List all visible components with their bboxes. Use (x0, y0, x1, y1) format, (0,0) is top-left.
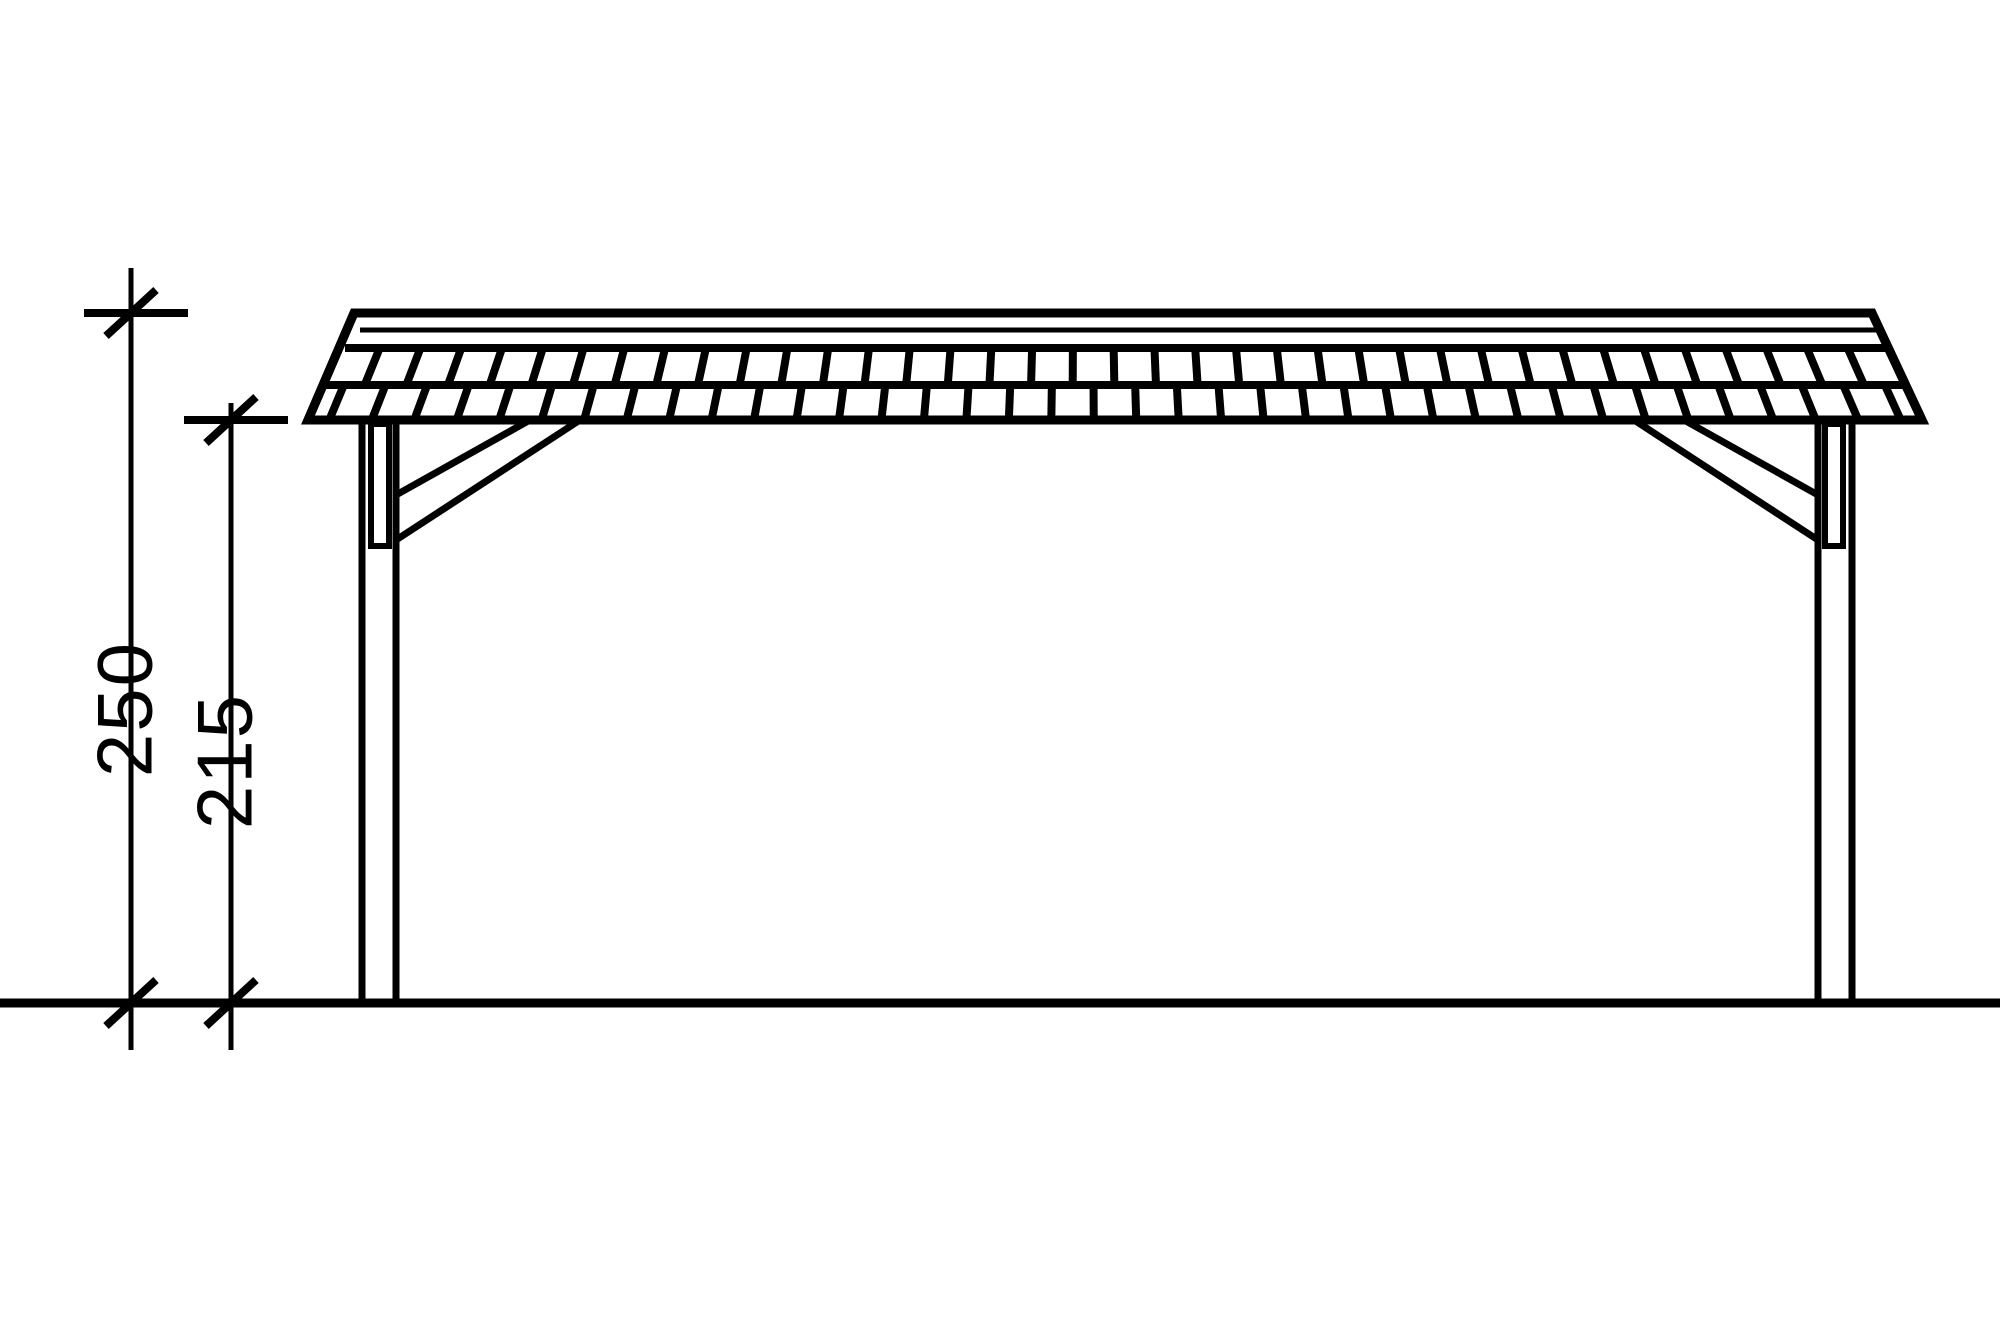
roof-tile-divider (1131, 385, 1141, 420)
roof-tile-divider (860, 348, 873, 385)
roof-tile-divider (569, 348, 588, 385)
roof-tile-divider (1797, 385, 1820, 420)
roof-tile-divider (877, 385, 890, 420)
roof-tile-divider (985, 348, 996, 385)
roof-tile-divider (410, 385, 431, 420)
roof-tile-divider (580, 385, 598, 420)
roof-tile-divider (1558, 348, 1577, 385)
roof-tile-divider (693, 348, 710, 385)
roof-tile-divider (943, 348, 955, 385)
roof-tile-divider (1231, 348, 1244, 385)
roof-tile-divider (1272, 348, 1285, 385)
roof-tile-divider (402, 348, 425, 385)
roof-tile-divider (792, 385, 806, 420)
roof-tile-divider (1004, 385, 1015, 420)
roof-tile-divider (537, 385, 556, 420)
dimension-215-label: 215 (181, 693, 269, 829)
roof-tile-divider (1297, 385, 1311, 420)
roof-tile-divider (1354, 348, 1369, 385)
roof-tile-divider (1109, 348, 1119, 385)
roof-tile-divider (1589, 385, 1608, 420)
roof-tile-divider (610, 348, 629, 385)
roof-tile-divider (1762, 348, 1785, 385)
roof-tile-divider (360, 348, 384, 385)
roof-tile-divider (707, 385, 723, 420)
roof-tile-divider (652, 348, 670, 385)
roof-tile-divider (527, 348, 547, 385)
dimension-215-bottom-tick (203, 977, 259, 1029)
roof-tile-divider (1422, 385, 1438, 420)
roof-outline-overlay (301, 308, 1930, 425)
post-right (1814, 420, 1856, 1003)
roof-group (301, 308, 1943, 425)
roof-tile-divider (1926, 385, 1943, 420)
roof-tile-divider (1464, 385, 1480, 420)
roof-tile-divider (818, 348, 833, 385)
roof-tile-divider (495, 385, 515, 420)
roof-tile-divider (919, 385, 931, 420)
post-right-notch (1822, 421, 1846, 549)
roof-tile-divider (444, 348, 466, 385)
roof-tile-divider (1839, 385, 1862, 420)
roof-tile-divider (1381, 385, 1396, 420)
roof-tile-divider (452, 385, 473, 420)
dimension-215-top-tick (203, 394, 259, 446)
roof-tiles-row-upper (322, 348, 1906, 385)
roof-tile-divider (1639, 348, 1660, 385)
roof-tile-divider (665, 385, 681, 420)
roof-tile-divider (1721, 348, 1743, 385)
brace-right (1632, 416, 1822, 543)
dimension-250-bottom-tick (103, 977, 159, 1029)
roof-tile-divider (1172, 385, 1183, 420)
roof-tile-divider (325, 385, 348, 420)
roof-tile-divider (902, 348, 914, 385)
roof-tile-divider (1027, 348, 1037, 385)
roof-tile-divider (962, 385, 973, 420)
roof-tile-divider (1517, 348, 1535, 385)
roof-tile-divider (1506, 385, 1523, 420)
roof-tile-divider (834, 385, 848, 420)
roof-tile-divider (1803, 348, 1827, 385)
roof-tile-divider (1843, 348, 1868, 385)
roof-tile-divider (1672, 385, 1693, 420)
dimension-215-group: 215 (181, 394, 288, 1050)
roof-tile-divider (1476, 348, 1494, 385)
roof-tile-divider (1339, 385, 1353, 420)
dimension-250-group: 250 (81, 268, 188, 1050)
post-left-notch (368, 421, 392, 549)
roof-tile-divider (367, 385, 390, 420)
brace-left (392, 416, 582, 543)
dimension-250-top-tick (103, 287, 159, 339)
roof-tile-divider (1714, 385, 1735, 420)
braces-group (392, 416, 1822, 543)
roof-tile-divider (1756, 385, 1778, 420)
roof-tile-divider (1599, 348, 1618, 385)
dimension-250-label: 250 (81, 641, 169, 777)
roof-tile-divider (1631, 385, 1650, 420)
roof-tile-divider (777, 348, 792, 385)
roof-tile-divider (1256, 385, 1268, 420)
roof-tiles-row-lower (325, 385, 1943, 420)
roof-tile-divider (622, 385, 640, 420)
roof-tile-divider (1395, 348, 1410, 385)
roof-tile-divider (1150, 348, 1160, 385)
post-left (358, 420, 400, 1003)
posts-group (358, 420, 1856, 1003)
roof-tile-divider (750, 385, 765, 420)
roof-tile-divider (1547, 385, 1565, 420)
roof-tile-divider (1680, 348, 1702, 385)
roof-tile-divider (1435, 348, 1452, 385)
roof-tile-divider (1881, 385, 1905, 420)
roof-tile-divider (1214, 385, 1226, 420)
roof-tile-divider (1047, 385, 1056, 420)
roof-tile-divider (735, 348, 751, 385)
roof-tile-divider (1191, 348, 1202, 385)
roof-tile-divider (1313, 348, 1327, 385)
roof-tile-divider (485, 348, 506, 385)
